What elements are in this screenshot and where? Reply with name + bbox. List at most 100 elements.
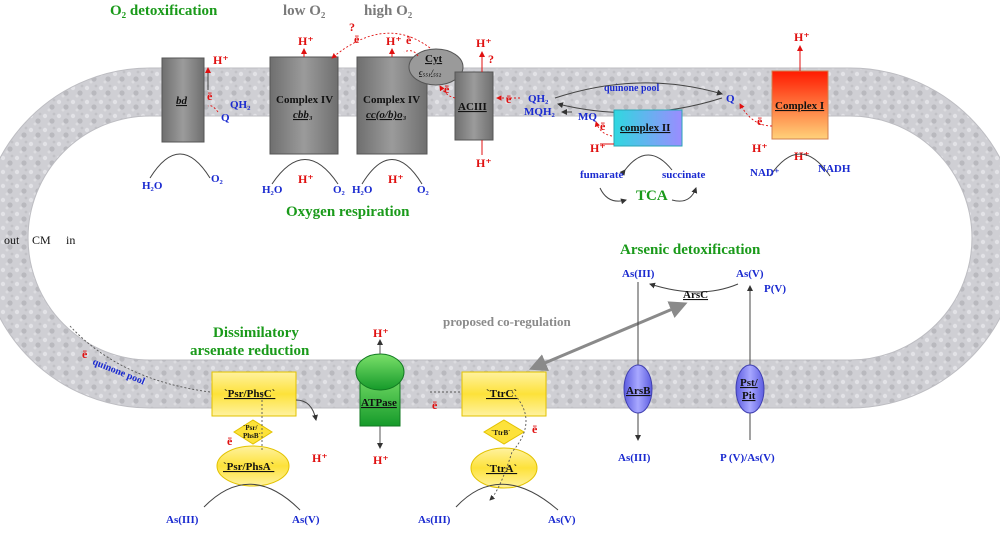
arsb — [623, 364, 653, 414]
complex-ii — [613, 109, 683, 147]
title-oxygen-respiration: Oxygen respiration — [286, 204, 410, 220]
coregulation-arrow — [528, 301, 688, 371]
psr-phsa-label: `Psr/PhsA` — [223, 461, 274, 473]
quinone-pool-top: quinone pool — [604, 83, 660, 94]
cytochrome-c — [408, 48, 464, 86]
quinone-mqh2: MQH₂ — [524, 106, 555, 118]
ttr-electron-left: ē — [432, 398, 438, 412]
aciii-complex — [454, 71, 494, 141]
cbb3-h2o: H₂O — [262, 184, 283, 196]
aciii-hplus-bottom: H⁺ — [476, 156, 492, 170]
cyt-question-1: ? — [349, 20, 355, 34]
psr-phsa — [216, 445, 290, 487]
label-out: out — [4, 233, 20, 247]
cyt-electron-1: ē — [354, 32, 360, 46]
tca-label: TCA — [636, 188, 668, 204]
fumarate: fumarate — [580, 169, 623, 181]
bd-h2o: H₂O — [142, 180, 163, 192]
title-dissimilatory-2: arsenate reduction — [190, 343, 310, 359]
cbb3-hplus-top: H⁺ — [298, 34, 314, 48]
succinate: succinate — [662, 169, 706, 181]
complex-i-label: Complex I — [775, 100, 824, 112]
complex-iv-cbb3-label-2: cbb₃ — [293, 109, 313, 121]
ttrb-label: `TtrB` — [491, 429, 510, 437]
title-proposed-coregulation: proposed co-regulation — [443, 314, 571, 329]
complex-ii-hplus: H⁺ — [590, 141, 606, 155]
pst-pit — [735, 364, 765, 414]
cyt-label-1: Cyt — [425, 53, 442, 65]
ttr-electron-right: ē — [532, 422, 538, 436]
complex-i-hplus-top: H⁺ — [794, 30, 810, 44]
arsc-as3: As(III) — [622, 268, 655, 280]
title-low-o2: low O₂ — [283, 3, 326, 19]
ttr-as5: As(V) — [548, 514, 576, 526]
cyt-electron-2: ē — [406, 33, 412, 47]
cbb3-hplus-bottom: H⁺ — [298, 172, 314, 186]
complex-ii-label: complex II — [620, 122, 670, 134]
nad-plus: NAD⁺ — [750, 167, 780, 179]
label-cm: CM — [32, 233, 51, 247]
ttrb — [483, 419, 525, 445]
pst-p5as5: P (V)/As(V) — [720, 452, 775, 464]
arsc-as5: As(V) — [736, 268, 764, 280]
ttra — [470, 447, 538, 489]
atpase-hplus-top: H⁺ — [373, 326, 389, 340]
cbb3-o2: O₂ — [333, 184, 346, 196]
left-electron: ē — [82, 347, 88, 361]
bd-label: bd — [176, 95, 188, 107]
atpase-hplus-bottom: H⁺ — [373, 453, 389, 467]
bd-hplus: H⁺ — [213, 53, 229, 67]
psr-electron: ē — [227, 434, 233, 448]
psr-phsc-label: `Psr/PhsC` — [224, 388, 275, 400]
cytoplasmic-membrane — [0, 67, 1000, 409]
pst-label-1: Pst/ — [740, 377, 759, 389]
psr-phsb-label-2: PhsB` — [243, 432, 261, 440]
bd-electron: ē — [207, 89, 213, 103]
quinone-qh2: QH₂ — [528, 93, 549, 105]
bd-q: Q — [221, 112, 230, 124]
label-in: in — [66, 233, 75, 247]
arsb-label: ArsB — [626, 385, 651, 397]
ttr-as3: As(III) — [418, 514, 451, 526]
psr-phsb — [233, 419, 273, 445]
quinone-mq: MQ — [578, 111, 597, 123]
complex-iv-cc-label-2: cc(o/b)o₃ — [366, 109, 407, 121]
bd-qh2: QH₂ — [230, 99, 251, 111]
psr-as3: As(III) — [166, 514, 199, 526]
psr-as5: As(V) — [292, 514, 320, 526]
complex-i-electron: ē — [757, 114, 763, 128]
aciii-electron-right: ē — [506, 92, 512, 106]
cc-o2: O₂ — [417, 184, 430, 196]
bd-o2: O₂ — [211, 173, 224, 185]
nadh: NADH — [818, 163, 851, 175]
aciii-question: ? — [488, 52, 494, 66]
title-high-o2: high O₂ — [364, 3, 413, 19]
complex-i-hplus-left: H⁺ — [752, 141, 768, 155]
complex-iv-cc-label-1: Complex IV — [363, 94, 420, 106]
psr-phsc — [211, 371, 297, 417]
cc-hplus-top: H⁺ — [386, 34, 402, 48]
aciii-electron: ē — [444, 82, 450, 96]
arsb-as3: As(III) — [618, 452, 651, 464]
bd-oxidase — [161, 57, 205, 143]
atpase-head — [355, 353, 405, 391]
psr-hplus: H⁺ — [312, 451, 328, 465]
arsc-p5: P(V) — [764, 283, 786, 295]
cyt-label-2: c₅₅₁/₅₅₂ — [419, 68, 442, 77]
pst-label-2: Pit — [742, 390, 756, 402]
ttra-label: `TtrA` — [486, 463, 517, 475]
arsc-label: ArsC — [683, 289, 708, 301]
ttrc-label: `TtrC` — [486, 388, 517, 400]
aciii-label: ACIII — [458, 101, 487, 113]
ttrc — [461, 371, 547, 417]
title-arsenic-detox: Arsenic detoxification — [620, 242, 761, 258]
atpase-label: ATPase — [361, 397, 397, 409]
complex-ii-electron: ē — [600, 119, 606, 133]
complex-i-hplus-bottom: H⁺ — [794, 149, 810, 163]
aciii-hplus-top: H⁺ — [476, 36, 492, 50]
quinone-q: Q — [726, 93, 735, 105]
psr-phsb-label-1: `Psr/ — [243, 424, 258, 432]
complex-iv-cbb3-label-1: Complex IV — [276, 94, 333, 106]
